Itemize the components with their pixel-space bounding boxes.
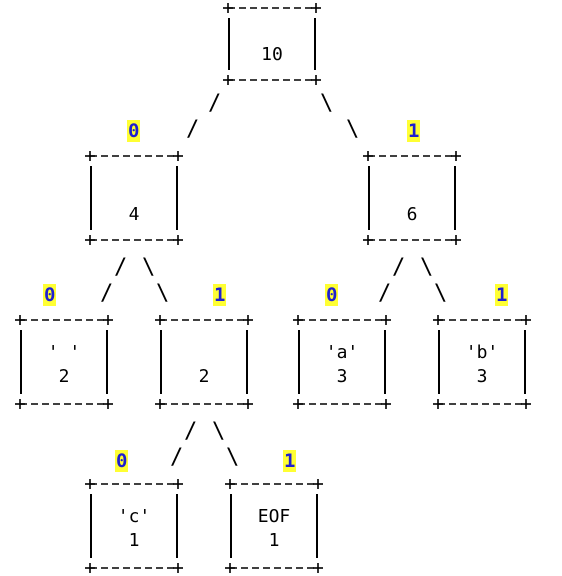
edge-stroke: \ — [320, 91, 334, 116]
edge-bit-n4-right: 1 — [213, 284, 227, 306]
node-eof-leaf: EOF 1 — [224, 478, 324, 574]
edge-stroke: \ — [346, 117, 360, 142]
node-box — [85, 479, 183, 573]
node-root: 10 — [222, 2, 322, 86]
edge-bit-root-left: 0 — [127, 120, 141, 142]
edge-stroke: \ — [212, 419, 226, 444]
node-symbol: ' ' — [47, 342, 81, 363]
node-symbol: 'c' — [117, 506, 151, 527]
edge-stroke: / — [114, 255, 128, 280]
edge-stroke: \ — [156, 281, 170, 306]
edge-stroke: / — [100, 281, 114, 306]
edge-bit-n2-right: 1 — [283, 450, 297, 472]
node-label: 6 — [406, 204, 418, 225]
edge-stroke: \ — [420, 255, 434, 280]
node-weight: 3 — [476, 366, 488, 387]
node-label: 10 — [261, 44, 283, 65]
node-weight: 3 — [336, 366, 348, 387]
node-box — [363, 151, 461, 245]
node-symbol: EOF — [257, 506, 291, 527]
node-label: 4 — [128, 204, 140, 225]
node-label: 2 — [198, 366, 210, 387]
edge-stroke: / — [170, 445, 184, 470]
node-a-leaf: 'a' 3 — [292, 314, 392, 410]
node-weight: 1 — [128, 530, 140, 551]
node-box — [293, 315, 391, 409]
edge-stroke: / — [208, 91, 222, 116]
node-b-leaf: 'b' 3 — [432, 314, 532, 410]
node-2: 2 — [154, 314, 254, 410]
node-6: 6 — [362, 150, 462, 246]
node-symbol: 'a' — [325, 342, 359, 363]
node-box — [433, 315, 531, 409]
node-box — [85, 151, 183, 245]
node-symbol: 'b' — [465, 342, 499, 363]
edge-bit-n4-left: 0 — [43, 284, 57, 306]
edge-stroke: / — [392, 255, 406, 280]
node-4: 4 — [84, 150, 184, 246]
edge-stroke: \ — [434, 281, 448, 306]
edge-stroke: \ — [226, 445, 240, 470]
edge-bit-n6-right: 1 — [495, 284, 509, 306]
edge-stroke: / — [184, 419, 198, 444]
node-box — [15, 315, 113, 409]
node-space-leaf: ' ' 2 — [14, 314, 114, 410]
edge-bit-root-right: 1 — [407, 120, 421, 142]
node-box — [225, 479, 323, 573]
edge-stroke: \ — [142, 255, 156, 280]
node-c-leaf: 'c' 1 — [84, 478, 184, 574]
edge-bit-n2-left: 0 — [115, 450, 129, 472]
node-weight: 1 — [268, 530, 280, 551]
edge-stroke: / — [378, 281, 392, 306]
node-weight: 2 — [58, 366, 70, 387]
node-box — [155, 315, 253, 409]
edge-stroke: / — [186, 117, 200, 142]
edge-bit-n6-left: 0 — [325, 284, 339, 306]
node-box — [223, 3, 321, 85]
